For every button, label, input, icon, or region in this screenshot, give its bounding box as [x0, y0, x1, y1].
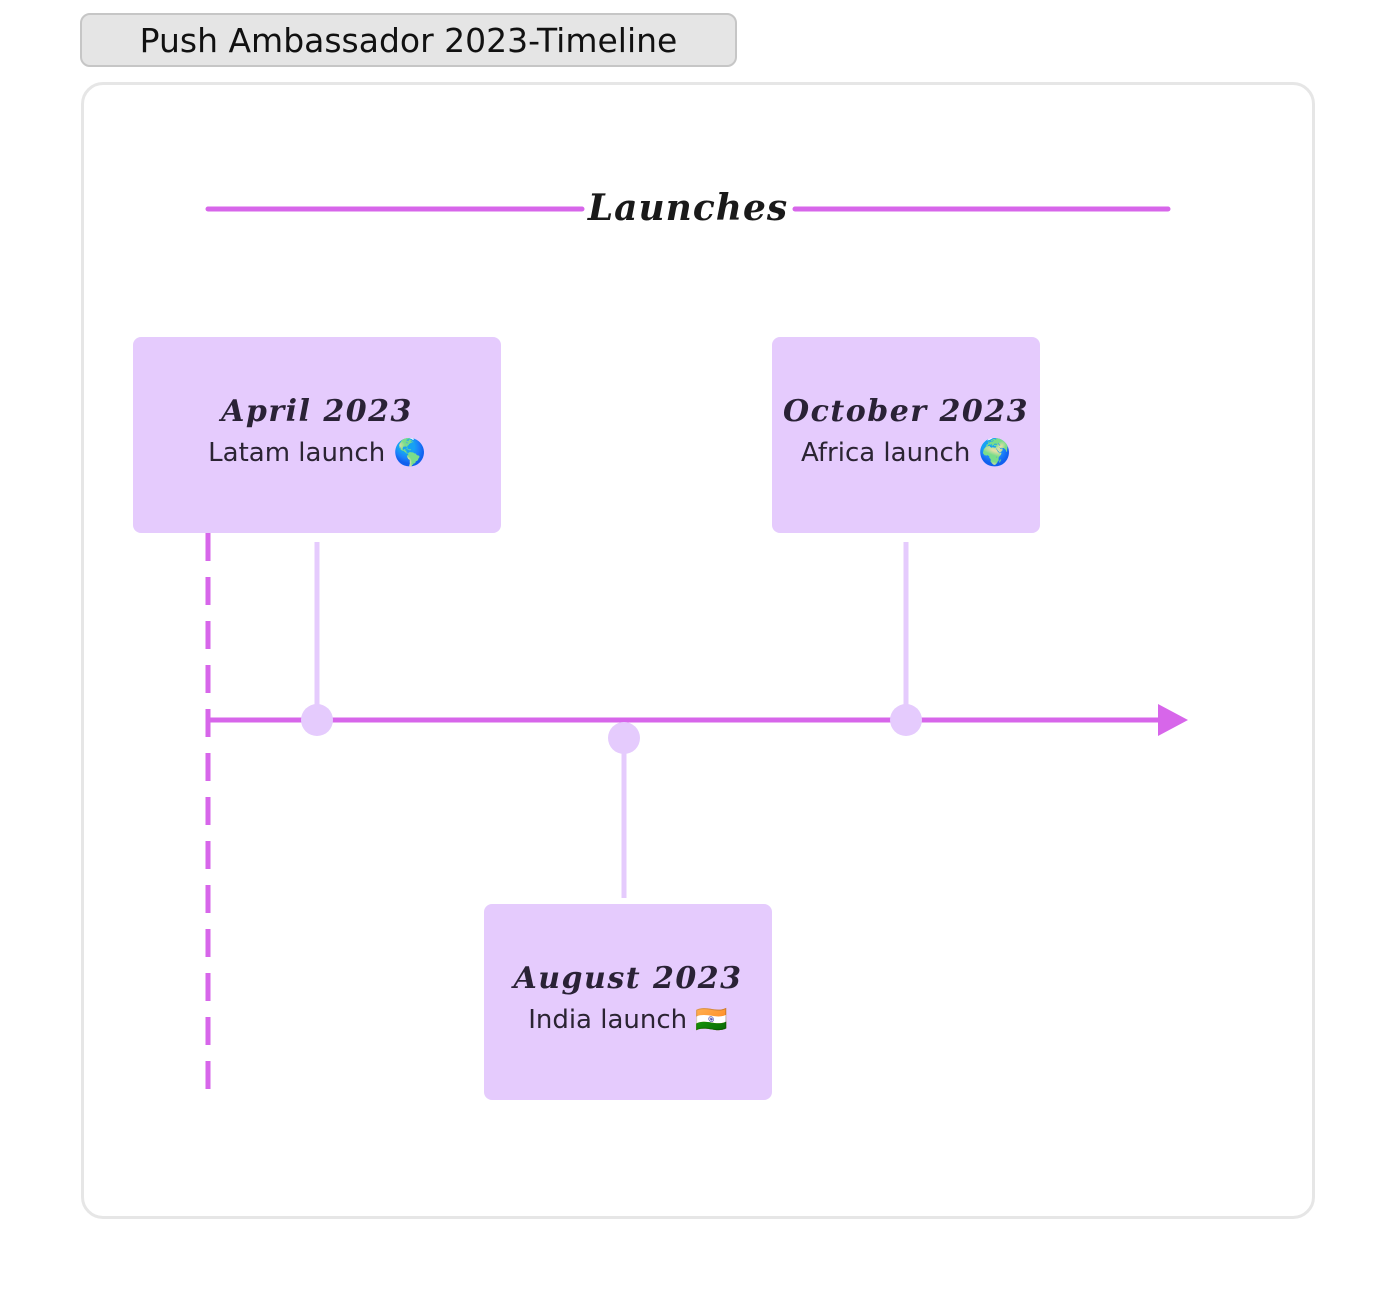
milestone-dot-august [608, 722, 640, 754]
milestone-dot-october [890, 704, 922, 736]
event-date: April 2023 [221, 394, 413, 429]
event-card-august: August 2023 India launch 🇮🇳 [484, 904, 772, 1100]
milestone-dot-april [301, 704, 333, 736]
event-description: India launch 🇮🇳 [528, 1005, 728, 1035]
timeline-title: Push Ambassador 2023-Timeline [139, 20, 678, 60]
event-card-april: April 2023 Latam launch 🌎 [133, 337, 501, 533]
event-description: Africa launch 🌍 [801, 438, 1011, 468]
event-card-october: October 2023 Africa launch 🌍 [772, 337, 1040, 533]
timeline-title-tab: Push Ambassador 2023-Timeline [80, 13, 737, 67]
timeline-axis-arrowhead [1158, 704, 1188, 736]
section-label-launches: Launches [587, 187, 789, 229]
event-description: Latam launch 🌎 [208, 438, 426, 468]
event-date: August 2023 [513, 961, 743, 996]
event-date: October 2023 [782, 394, 1030, 429]
